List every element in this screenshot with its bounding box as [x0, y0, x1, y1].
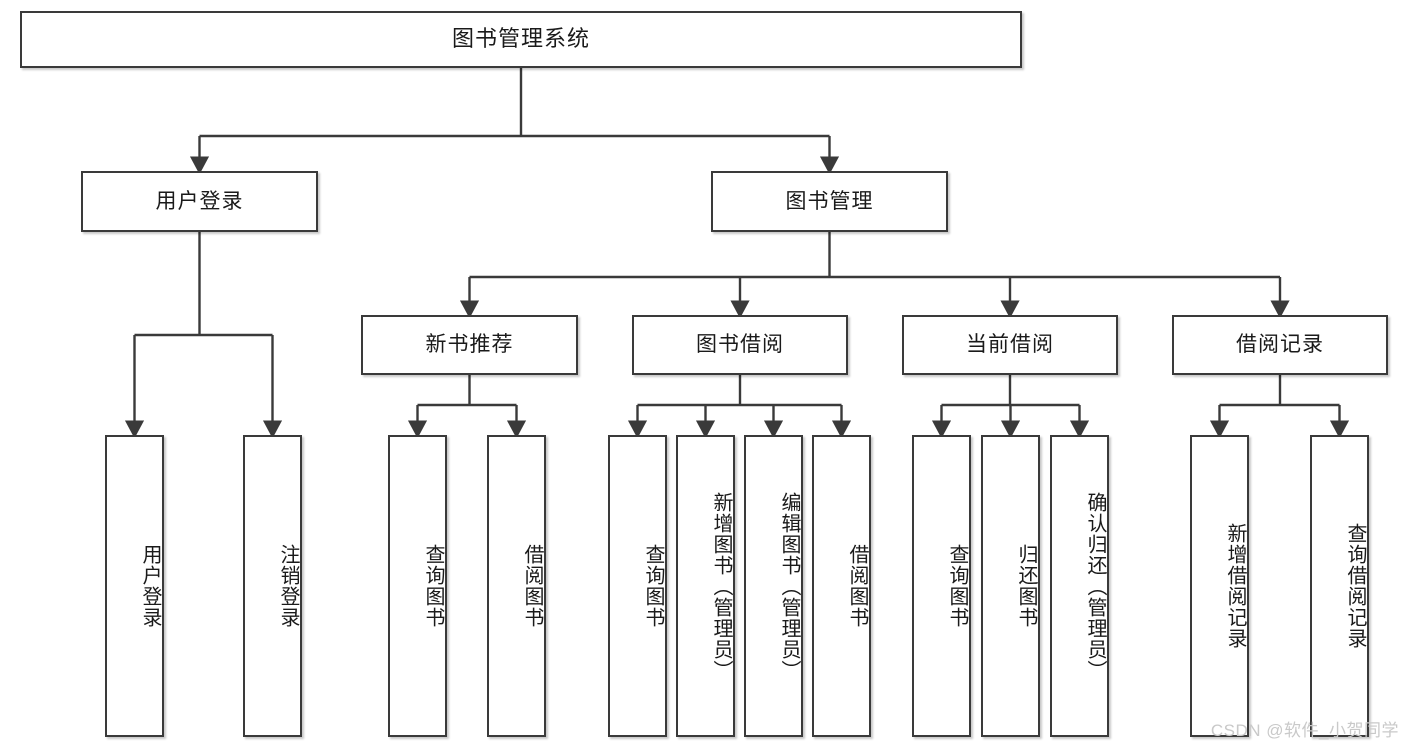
node-leaf-bb-add[interactable]: 新增图书（管理员）	[676, 435, 735, 737]
node-leaf-bb-edit[interactable]: 编辑图书（管理员）	[744, 435, 803, 737]
node-newbook[interactable]: 新书推荐	[361, 315, 578, 375]
node-leaf-cur-query[interactable]: 查询图书	[912, 435, 971, 737]
node-label: 编辑图书（管理员）	[778, 491, 800, 681]
node-label: 图书管理	[785, 189, 874, 213]
node-label: 确认归还（管理员）	[1084, 491, 1106, 681]
node-leaf-bb-query[interactable]: 查询图书	[608, 435, 667, 737]
node-leaf-rec-add[interactable]: 新增借阅记录	[1190, 435, 1249, 737]
node-label: 新增借阅记录	[1224, 523, 1246, 649]
node-label: 查询图书	[642, 544, 664, 628]
node-label: 借阅记录	[1236, 333, 1324, 357]
node-leaf-user-login[interactable]: 用户登录	[105, 435, 164, 737]
node-borrow[interactable]: 图书借阅	[632, 315, 848, 375]
node-login[interactable]: 用户登录	[81, 171, 318, 232]
node-label: 查询图书	[422, 544, 444, 628]
node-label: 查询图书	[946, 544, 968, 628]
node-root[interactable]: 图书管理系统	[20, 11, 1022, 68]
node-label: 用户登录	[155, 189, 244, 213]
node-label: 新增图书（管理员）	[710, 491, 732, 681]
node-label: 图书管理系统	[451, 26, 590, 52]
node-leaf-rec-query[interactable]: 查询借阅记录	[1310, 435, 1369, 737]
node-records[interactable]: 借阅记录	[1172, 315, 1388, 375]
node-leaf-nb-borrow[interactable]: 借阅图书	[487, 435, 546, 737]
node-leaf-cur-confirm[interactable]: 确认归还（管理员）	[1050, 435, 1109, 737]
node-leaf-user-logout[interactable]: 注销登录	[243, 435, 302, 737]
node-label: 查询借阅记录	[1344, 523, 1366, 649]
node-label: 新书推荐	[425, 333, 514, 357]
node-label: 归还图书	[1015, 544, 1037, 628]
node-label: 用户登录	[139, 544, 161, 628]
node-leaf-nb-query[interactable]: 查询图书	[388, 435, 447, 737]
node-label: 借阅图书	[846, 544, 868, 628]
node-label: 图书借阅	[696, 333, 784, 357]
node-leaf-bb-borrow[interactable]: 借阅图书	[812, 435, 871, 737]
node-label: 当前借阅	[966, 333, 1054, 357]
node-bookmgmt[interactable]: 图书管理	[711, 171, 948, 232]
node-label: 注销登录	[277, 544, 299, 628]
node-current[interactable]: 当前借阅	[902, 315, 1118, 375]
node-leaf-cur-return[interactable]: 归还图书	[981, 435, 1040, 737]
node-label: 借阅图书	[521, 544, 543, 628]
watermark-label: CSDN @软件_小贺同学	[1210, 721, 1399, 740]
